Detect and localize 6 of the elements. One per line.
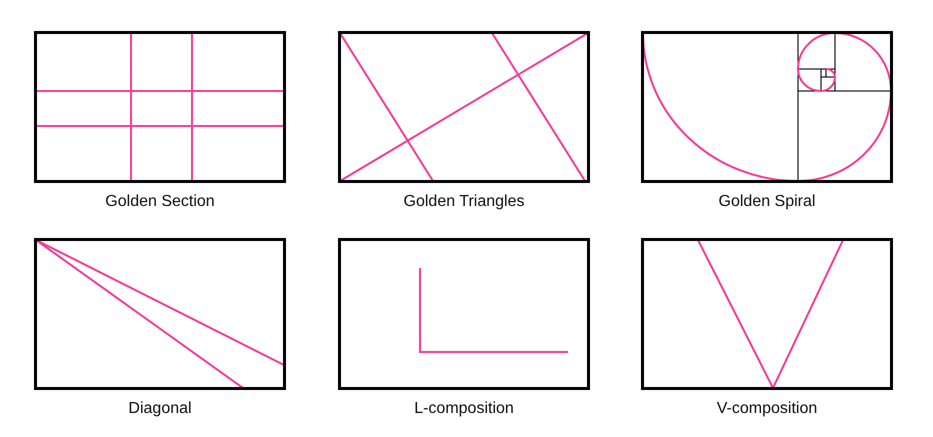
panel-label: Diagonal (128, 400, 192, 418)
panel-label: L-composition (414, 400, 514, 418)
panel-label: Golden Section (105, 193, 215, 211)
panel-label: V-composition (716, 400, 818, 418)
panel-label: Golden Triangles (404, 193, 524, 211)
panel-label: Golden Spiral (718, 193, 816, 211)
